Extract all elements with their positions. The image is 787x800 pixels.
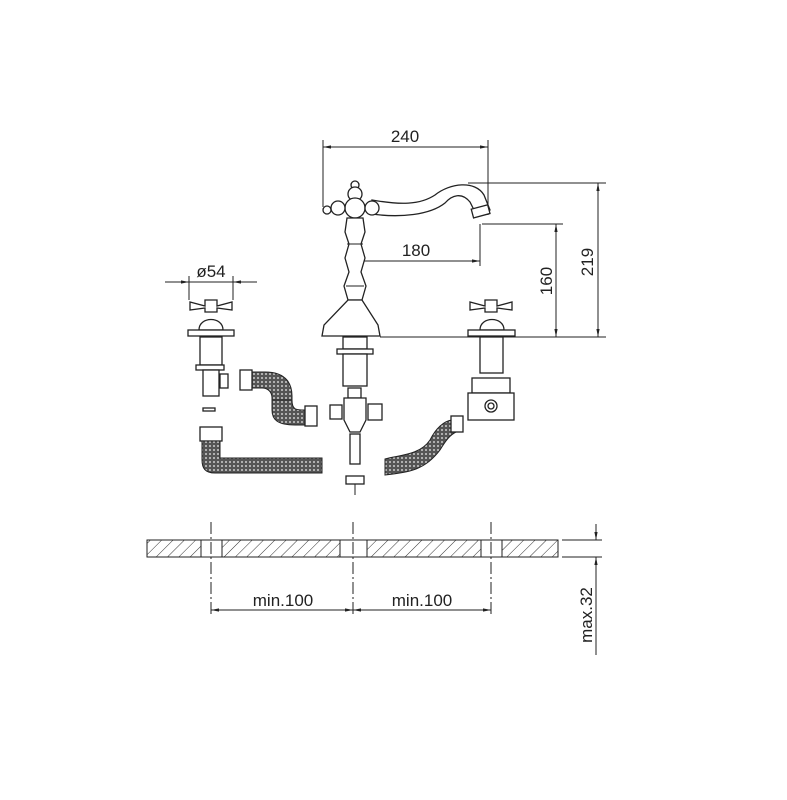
- dimension-label-min100-right: min.100: [392, 591, 452, 610]
- dimension-deck-thickness: max.32: [562, 524, 602, 655]
- countertop-section: [146, 522, 559, 617]
- dimension-label-240: 240: [391, 127, 419, 146]
- dimension-handle-diameter: ø54: [165, 262, 257, 300]
- left-handle-valve: [187, 299, 235, 412]
- dimension-spout-projection: 180: [356, 224, 481, 266]
- dimension-hole-spacing: min.100 min.100: [211, 591, 491, 612]
- faucet-spout-body: [321, 180, 491, 495]
- dimension-spout-reach: 240: [322, 127, 489, 215]
- dimension-label-54: ø54: [196, 262, 225, 281]
- dimension-label-max32: max.32: [577, 587, 596, 643]
- dimension-label-min100-left: min.100: [253, 591, 313, 610]
- dimension-label-160: 160: [537, 267, 556, 295]
- dimension-outlet-height: 160: [482, 223, 563, 337]
- flexible-hoses: [199, 369, 464, 476]
- dimension-label-219: 219: [578, 248, 597, 276]
- right-handle-valve: [467, 299, 516, 421]
- dimension-label-180: 180: [402, 241, 430, 260]
